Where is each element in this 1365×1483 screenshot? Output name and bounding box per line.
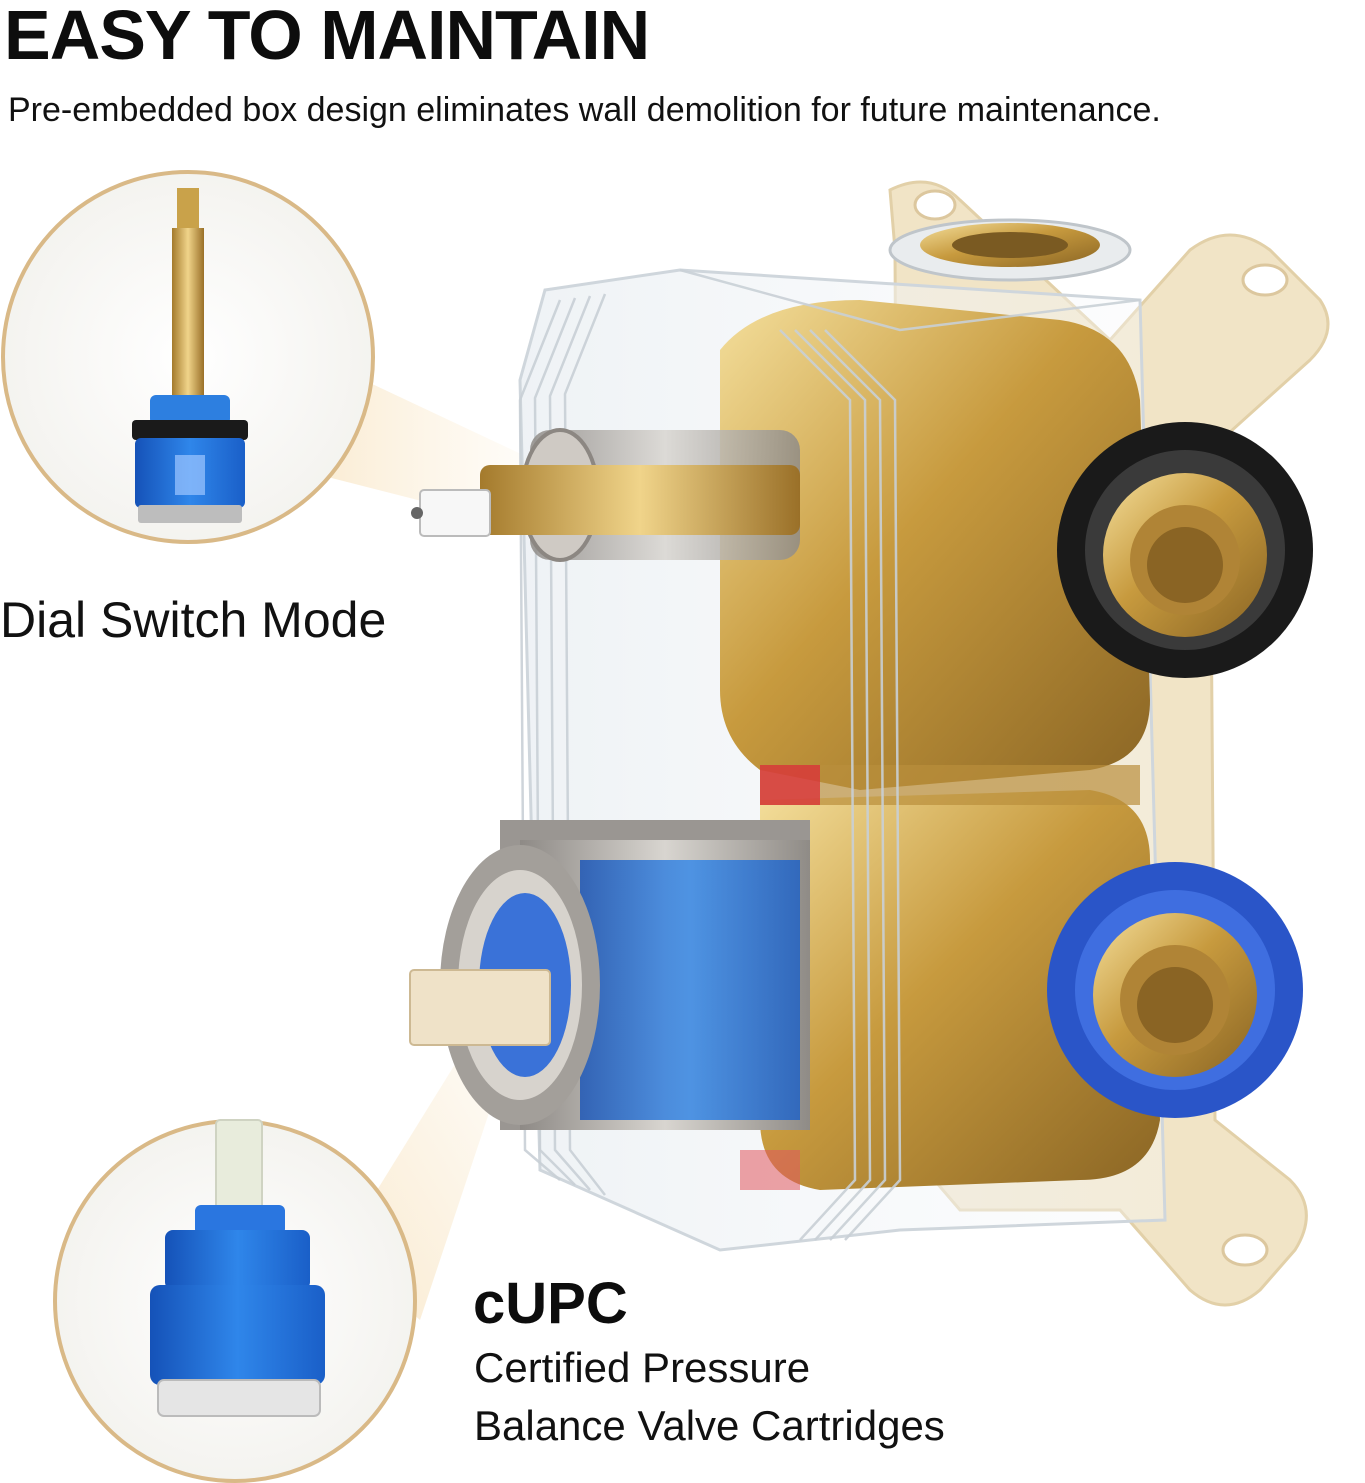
cupc-line-1: Certified Pressure [474,1344,811,1391]
red-seal [760,765,820,805]
cartridge-housing [409,820,810,1130]
box-ribs [518,268,1141,1241]
brass-body [720,218,1160,1190]
dial-stem [411,428,800,562]
outlet-lower [1047,862,1303,1118]
cupc-title: cUPC [473,1271,628,1336]
page-subtitle: Pre-embedded box design eliminates wall … [8,91,1161,129]
outlet-upper [1057,422,1313,678]
page-title: EASY TO MAINTAIN [4,0,650,74]
dial-cartridge-inset [1,170,375,544]
cupc-line-2: Balance Valve Cartridges [474,1402,945,1449]
dial-switch-label: Dial Switch Mode [0,592,387,648]
pressure-cartridge-inset [53,1119,417,1483]
